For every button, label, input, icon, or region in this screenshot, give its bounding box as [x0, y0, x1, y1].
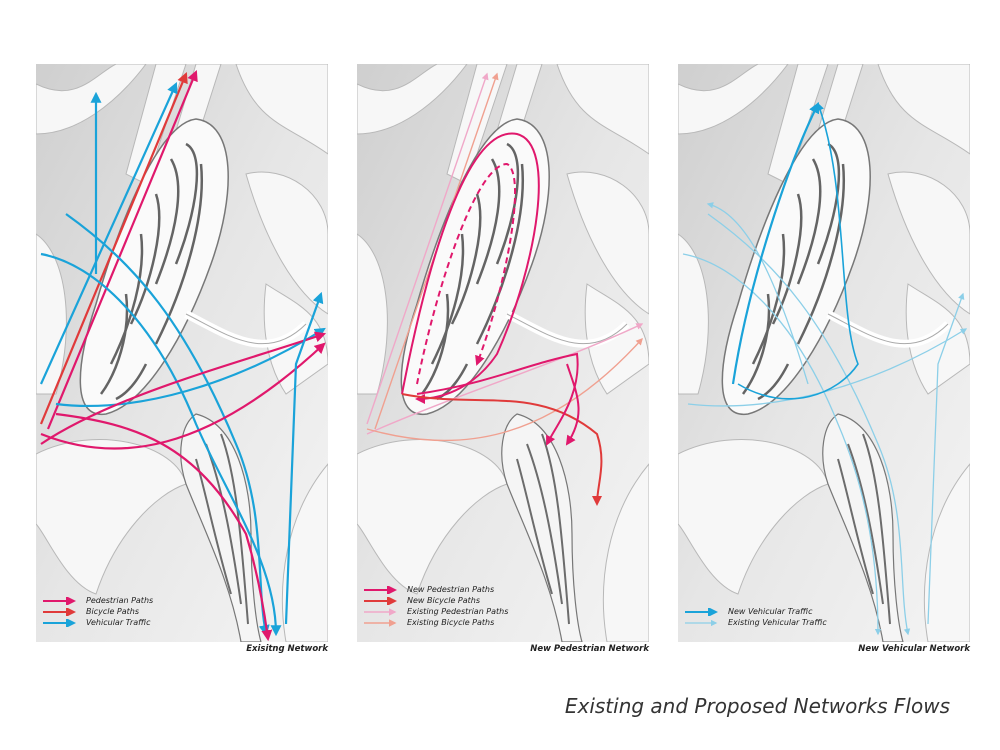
existing-pedestrian-arrow-icon	[364, 607, 397, 616]
legend-item: Pedestrian Paths	[42, 595, 153, 606]
vehicular-arrow-icon	[43, 618, 76, 627]
legend-label: New Vehicular Traffic	[728, 607, 813, 616]
legend-label: Vehicular Traffic	[86, 618, 151, 627]
existing-bicycle-arrow-icon	[364, 618, 397, 627]
site-map	[36, 64, 328, 642]
site-map	[357, 64, 649, 642]
legend-item: Bicycle Paths	[42, 606, 153, 617]
panel-new-vehicular-network: New Vehicular Traffic Existing Vehicular…	[678, 64, 970, 654]
legend-label: New Bicycle Paths	[407, 596, 481, 605]
new-pedestrian-arrow-icon	[364, 585, 397, 594]
legend-item: New Vehicular Traffic	[684, 606, 827, 617]
legend-item: Vehicular Traffic	[42, 617, 153, 628]
panel-new-pedestrian-network: New Pedestrian Paths New Bicycle Paths E…	[357, 64, 649, 654]
site-map	[678, 64, 970, 642]
panel-caption: New Pedestrian Network	[530, 644, 649, 654]
legend-label: Existing Vehicular Traffic	[728, 618, 827, 627]
legend-label: New Pedestrian Paths	[407, 585, 495, 594]
panel-caption: New Vehicular Network	[858, 644, 970, 654]
existing-vehicular-arrow-icon	[685, 619, 718, 626]
legend-item: New Bicycle Paths	[363, 595, 508, 606]
new-bicycle-arrow-icon	[364, 596, 397, 605]
new-vehicular-arrow-icon	[685, 607, 718, 616]
legend: New Pedestrian Paths New Bicycle Paths E…	[363, 584, 508, 628]
legend-item: Existing Pedestrian Paths	[363, 606, 508, 617]
panel-caption: Exisitng Network	[246, 644, 328, 654]
legend: Pedestrian Paths Bicycle Paths Vehicular…	[42, 595, 153, 628]
panel-existing-network: Pedestrian Paths Bicycle Paths Vehicular…	[36, 64, 328, 654]
legend-item: Existing Vehicular Traffic	[684, 617, 827, 628]
legend-label: Bicycle Paths	[86, 607, 140, 616]
pedestrian-arrow-icon	[43, 596, 76, 605]
legend-label: Existing Bicycle Paths	[407, 618, 495, 627]
legend-label: Existing Pedestrian Paths	[407, 607, 509, 616]
figure-title: Existing and Proposed Networks Flows	[564, 694, 950, 718]
legend-item: New Pedestrian Paths	[363, 584, 508, 595]
legend-label: Pedestrian Paths	[86, 596, 154, 605]
legend: New Vehicular Traffic Existing Vehicular…	[684, 606, 827, 628]
bicycle-arrow-icon	[43, 607, 76, 616]
legend-item: Existing Bicycle Paths	[363, 617, 508, 628]
